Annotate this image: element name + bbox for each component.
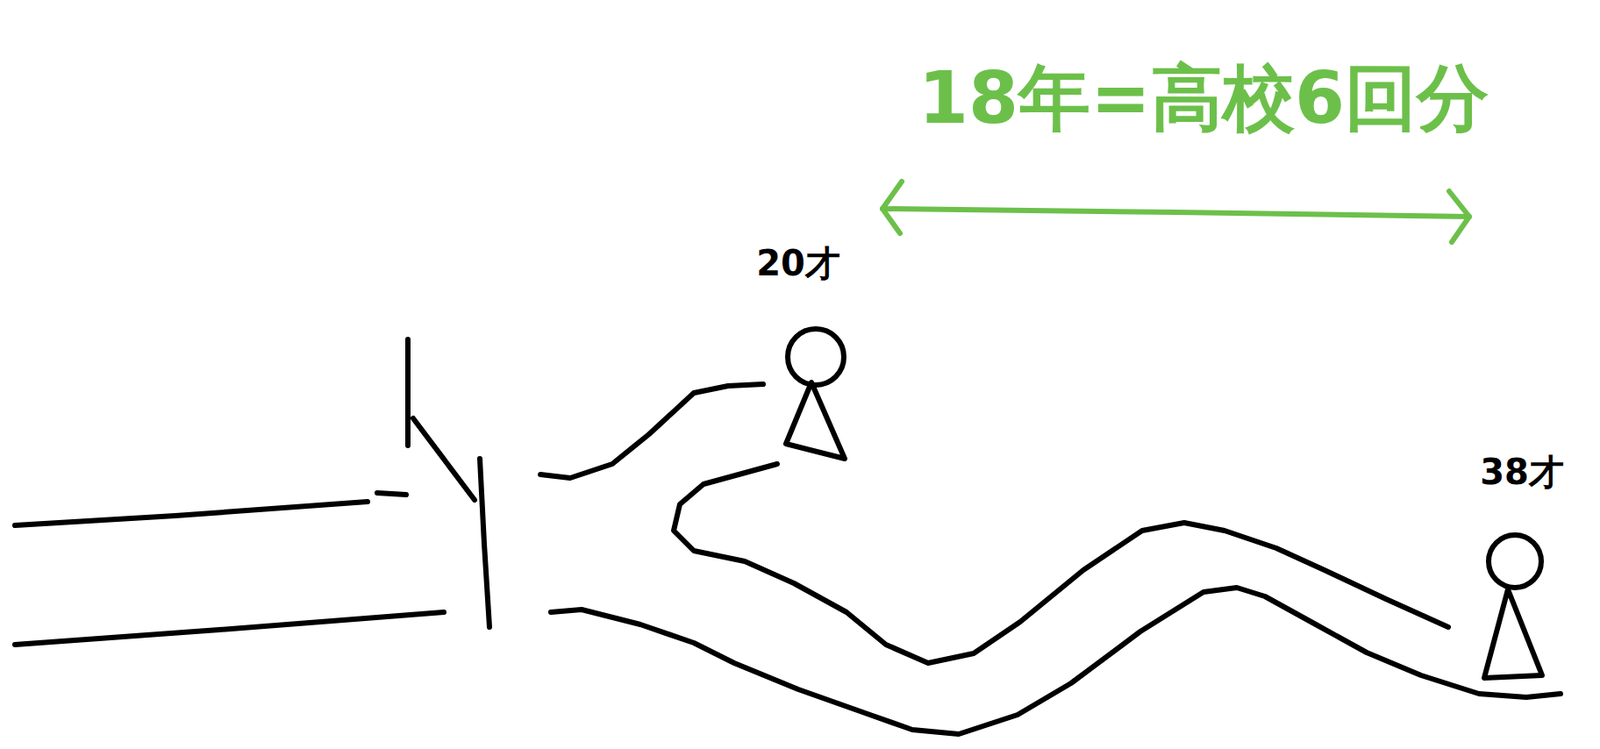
span-note: 18年=高校6回分	[918, 58, 1489, 138]
gate-post	[405, 339, 411, 446]
road-edge	[14, 501, 368, 526]
arrow-head	[882, 181, 902, 234]
age-label: 20才	[756, 243, 841, 283]
road-edge	[14, 612, 444, 645]
road-edge	[377, 492, 407, 495]
arrow-head	[1449, 191, 1470, 243]
span-arrow	[882, 208, 1470, 217]
age-label: 38才	[1479, 452, 1565, 492]
path-edge	[550, 587, 1561, 735]
person-body	[785, 382, 845, 459]
gate-door	[413, 418, 475, 500]
person-head	[787, 328, 844, 386]
gate-post	[479, 458, 490, 628]
person-head	[1488, 535, 1542, 588]
path-edge	[540, 384, 764, 479]
person-body	[1484, 589, 1543, 679]
